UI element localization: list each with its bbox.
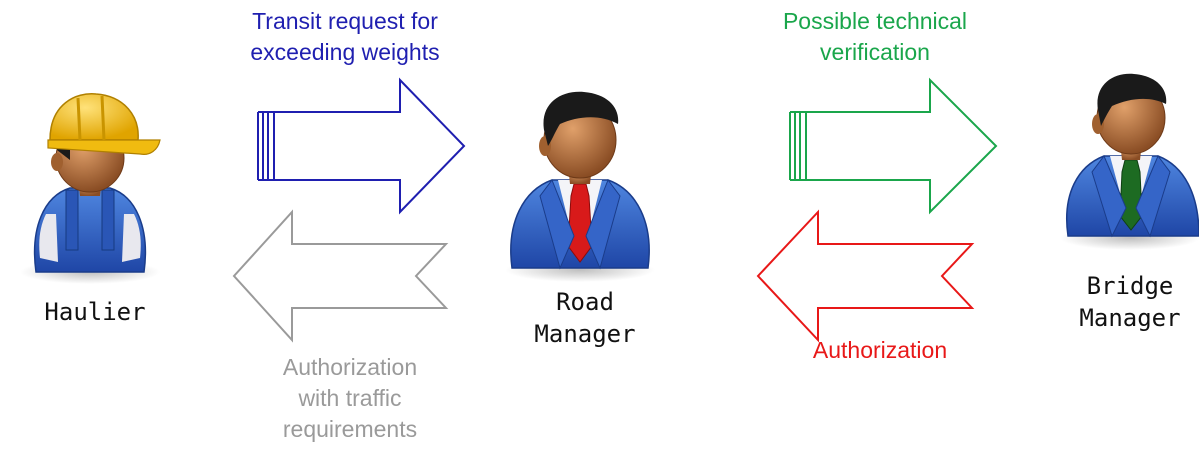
road-manager-tie (567, 183, 593, 263)
transit-request-label: Transit request for exceeding weights (250, 8, 440, 65)
bridge-manager-avatar (1060, 73, 1199, 250)
haulier-body (33, 187, 147, 273)
authorization-arrow (756, 209, 975, 343)
haulier-helmet (49, 93, 139, 141)
road-manager-label: Road Manager (534, 288, 636, 348)
authorization-traffic-label: Authorization with traffic requirements (282, 354, 418, 442)
haulier-label: Haulier (44, 298, 146, 326)
bridge-manager-tie (1119, 159, 1143, 231)
bridge-manager-hair (1097, 73, 1167, 126)
bridge-manager-label: Bridge Manager (1079, 272, 1181, 332)
technical-verification-arrow (789, 77, 998, 215)
authorization-traffic-arrow (232, 209, 449, 343)
authorization-label: Authorization (812, 337, 948, 363)
road-manager-avatar (505, 91, 655, 282)
road-manager-hair (543, 91, 619, 146)
transit-request-arrow (257, 77, 466, 215)
technical-verification-label: Possible technical verification (782, 8, 968, 65)
haulier-avatar (20, 93, 161, 284)
